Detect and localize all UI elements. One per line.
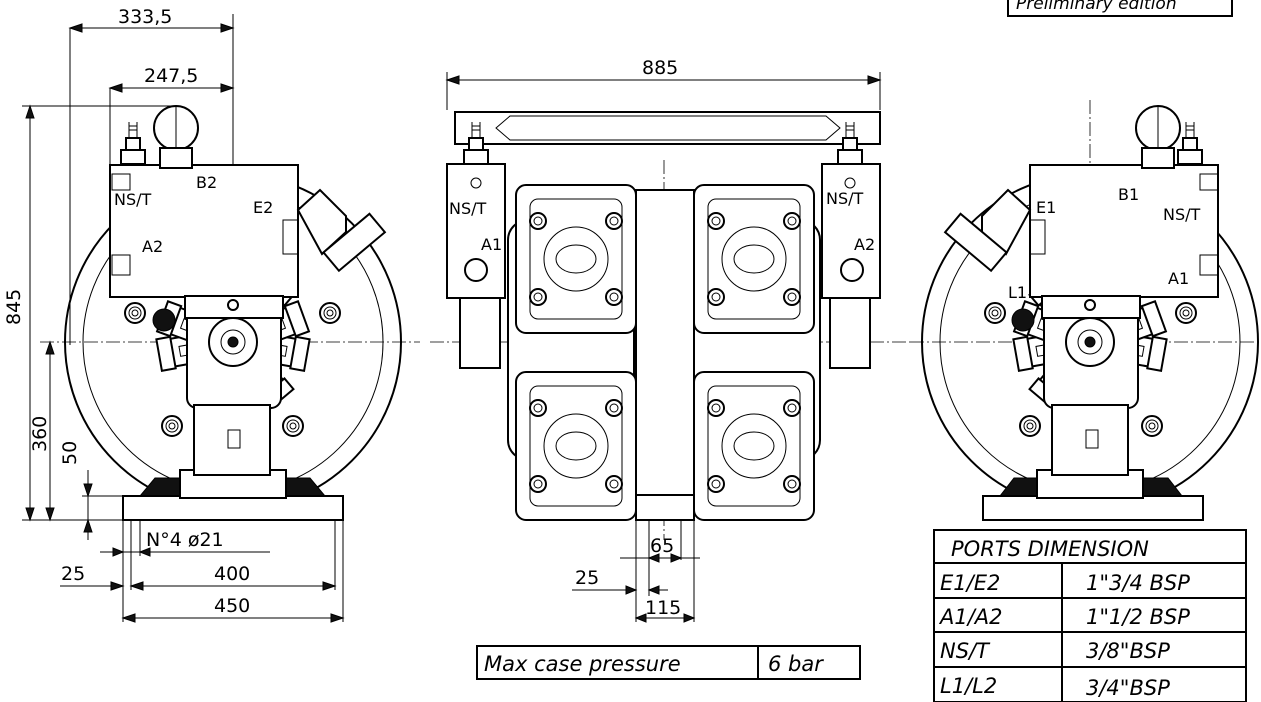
dim-885: 885 (642, 57, 678, 79)
ports-row-port: A1/A2 (938, 605, 1003, 629)
dim-247-5: 247,5 (144, 65, 198, 87)
ports-row-port: L1/L2 (940, 674, 997, 698)
port-label-a2: A2 (142, 237, 163, 256)
dim-25-left: 25 (61, 563, 85, 585)
port-label-a2-front: A2 (854, 235, 875, 254)
dim-holes: N°4 ø21 (146, 529, 224, 551)
ports-row-port: NS/T (940, 639, 991, 663)
port-label-e2: E2 (253, 198, 273, 217)
dim-400: 400 (214, 563, 250, 585)
port-label-ns-t-front-left: NS/T (449, 199, 487, 218)
dim-50: 50 (59, 441, 81, 465)
max-case-pressure-label: Max case pressure (484, 652, 681, 676)
ports-row-port: E1/E2 (940, 571, 1000, 595)
left-view: NS/T B2 E2 A2 333,5 247,5 845 360 50 (3, 6, 420, 623)
max-case-pressure-value: 6 bar (768, 652, 824, 676)
edition-note: Preliminary edition (1007, 0, 1233, 17)
dim-333-5: 333,5 (118, 6, 172, 28)
ports-table-title: PORTS DIMENSION (951, 537, 1149, 561)
front-view: NS/T A1 NS/T A2 885 65 25 115 Max case p… (430, 57, 910, 680)
ports-row-size: 1"1/2 BSP (1086, 605, 1190, 629)
dim-25-mid: 25 (575, 567, 599, 589)
port-label-b2: B2 (196, 173, 217, 192)
port-label-a1-right: A1 (1168, 269, 1189, 288)
port-label-b1: B1 (1118, 185, 1139, 204)
port-label-ns-t: NS/T (114, 190, 152, 209)
dim-450: 450 (214, 595, 250, 617)
port-label-a1-front: A1 (481, 235, 502, 254)
port-label-l1: L1 (1008, 283, 1027, 302)
dim-115: 115 (645, 597, 681, 619)
port-label-ns-t-front-right: NS/T (826, 189, 864, 208)
ports-row-size: 3/8"BSP (1086, 639, 1170, 663)
dim-65: 65 (650, 535, 674, 557)
dim-845: 845 (3, 289, 25, 325)
right-view: E1 B1 NS/T A1 L1 (910, 100, 1261, 521)
ports-dimension-table: PORTS DIMENSION E1/E2 1"3/4 BSP A1/A2 1"… (933, 529, 1247, 702)
port-label-ns-t-right: NS/T (1163, 205, 1201, 224)
ports-row-size: 1"3/4 BSP (1086, 571, 1190, 595)
edition-note-text: Preliminary edition (1016, 0, 1177, 14)
port-label-e1: E1 (1036, 198, 1056, 217)
ports-row-size: 3/4"BSP (1086, 676, 1170, 700)
dim-360: 360 (29, 416, 51, 452)
